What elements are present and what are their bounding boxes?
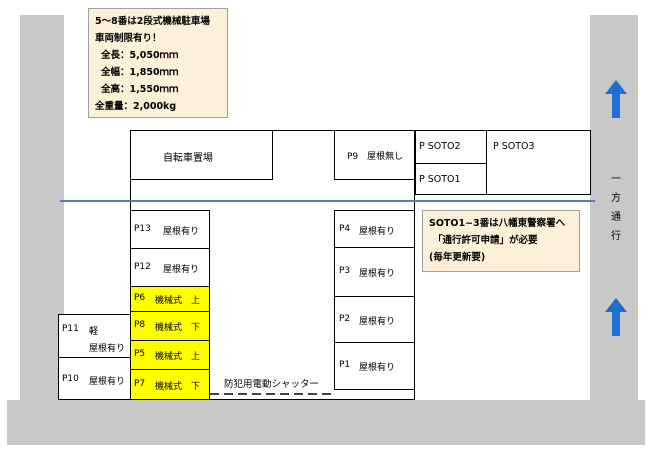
up-arrow-icon	[605, 298, 627, 336]
parking-slot-p12: P12 屋根有り	[130, 248, 210, 287]
parking-slot-p8: P8 機械式 下	[130, 311, 210, 341]
boundary-line	[60, 200, 595, 202]
bottom-road	[7, 400, 645, 445]
slot-id: P7	[134, 379, 146, 389]
one-way-label: 一 方 通 行	[609, 170, 623, 246]
note-line: SOTO1~3番は八幡東警察署へ	[429, 218, 566, 229]
slot-desc: 軽	[89, 327, 99, 337]
note-line: (毎年更新要)	[429, 252, 486, 263]
parking-p9-label: P9 屋根無し	[347, 152, 404, 162]
note-line: 全幅：1,850ｍｍ	[101, 67, 179, 78]
parking-slot-p7: P7 機械式 下	[130, 369, 210, 400]
one-way-char: 通	[611, 212, 621, 223]
parking-slot-p10: P10 屋根有り	[58, 357, 131, 400]
note-line: 車両制限有り！	[95, 33, 162, 44]
right-road	[590, 15, 638, 405]
slot-desc: 屋根有り	[359, 363, 396, 373]
parking-slot-p5: P5 機械式 上	[130, 340, 210, 370]
note-line: 全重量：2,000kg	[95, 101, 177, 112]
parking-soto2-label: P SOTO2	[419, 141, 461, 152]
slot-desc: 屋根有り	[359, 227, 396, 237]
parking-slot-p6: P6 機械式 上	[130, 286, 210, 312]
slot-desc: 屋根有り	[359, 317, 396, 327]
parking-slot-p3: P3 屋根有り	[334, 247, 415, 297]
parking-soto1: P SOTO1	[415, 163, 487, 195]
up-arrow-icon	[605, 80, 627, 118]
slot-id: P5	[134, 349, 146, 359]
parking-slot-p13: P13 屋根有り	[130, 210, 210, 249]
slot-desc: 屋根有り	[163, 227, 200, 237]
bicycle-parking: 自転車置場	[130, 130, 273, 180]
note-line: 全高：1,550ｍｍ	[101, 84, 179, 95]
slot-id: P11	[62, 324, 79, 334]
mechanical-parking-note: 5～8番は2段式機械駐車場 車両制限有り！ 全長：5,050ｍｍ 全幅：1,85…	[88, 8, 228, 118]
left-road	[20, 15, 64, 405]
slot-id: P4	[339, 224, 351, 234]
note-line: 5～8番は2段式機械駐車場	[95, 16, 210, 27]
parking-slot-p1: P1 屋根有り	[334, 342, 415, 390]
slot-id: P13	[134, 224, 151, 234]
parking-slot-p4: P4 屋根有り	[334, 210, 415, 248]
slot-id: P2	[339, 314, 351, 324]
one-way-char: 行	[611, 231, 621, 242]
slot-desc: 機械式 上	[155, 352, 201, 362]
note-line: 「通行許可申請」が必要	[433, 235, 538, 246]
slot-id: P10	[62, 374, 79, 384]
slot-id: P8	[134, 320, 146, 330]
slot-desc: 屋根有り	[163, 265, 200, 275]
one-way-char: 一	[611, 174, 621, 185]
slot-id: P1	[339, 360, 351, 370]
parking-p9: P9 屋根無し	[334, 130, 415, 180]
slot-desc: 機械式 下	[155, 323, 201, 333]
shutter-label: 防犯用電動シャッター	[224, 379, 320, 390]
bicycle-parking-label: 自転車置場	[163, 153, 213, 164]
parking-soto1-label: P SOTO1	[419, 174, 461, 185]
parking-soto2: P SOTO2	[415, 130, 487, 164]
slot-desc: 機械式 上	[155, 296, 201, 306]
shutter-dashed-line	[210, 393, 334, 395]
parking-soto3: P SOTO3	[486, 130, 591, 195]
one-way-char: 方	[611, 193, 621, 204]
note-line: 全長：5,050ｍｍ	[101, 50, 179, 61]
parking-slot-p2: P2 屋根有り	[334, 296, 415, 343]
parking-slot-p11: P11 軽 屋根有り	[58, 314, 131, 358]
parking-soto3-label: P SOTO3	[493, 141, 535, 152]
slot-desc: 機械式 下	[155, 382, 201, 392]
slot-id: P3	[339, 266, 351, 276]
slot-desc: 屋根有り	[89, 344, 126, 354]
slot-id: P6	[134, 293, 146, 303]
slot-desc: 屋根有り	[359, 269, 396, 279]
soto-permit-note: SOTO1~3番は八幡東警察署へ 「通行許可申請」が必要 (毎年更新要)	[422, 210, 580, 272]
slot-id: P12	[134, 262, 151, 272]
slot-desc: 屋根有り	[89, 377, 126, 387]
